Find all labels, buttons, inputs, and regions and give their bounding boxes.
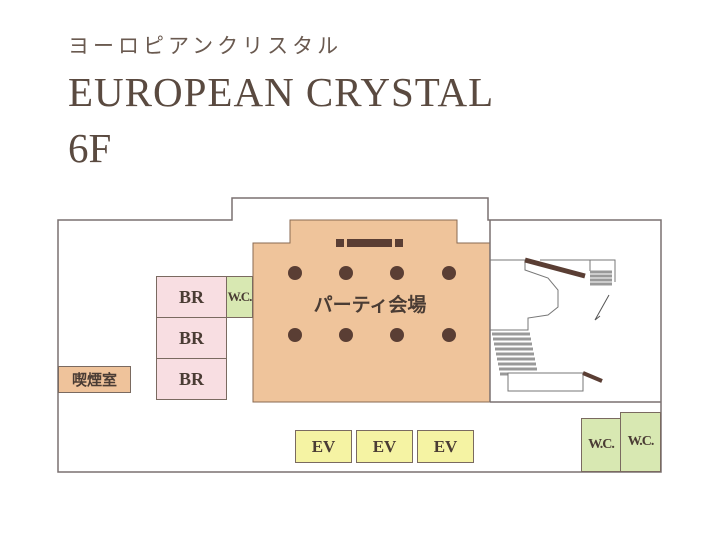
restroom-2[interactable]: W.C.: [620, 412, 661, 472]
banquet-room-2[interactable]: BR: [156, 317, 227, 359]
smoking-room[interactable]: 喫煙室: [58, 366, 131, 393]
column: [390, 266, 404, 280]
restroom-1[interactable]: W.C.: [581, 418, 621, 472]
party-hall-label: パーティ会場: [313, 294, 427, 316]
venue-name: EUROPEAN CRYSTAL: [68, 69, 495, 115]
floor-label: 6F: [68, 125, 112, 171]
column: [390, 328, 404, 342]
column: [288, 328, 302, 342]
column: [442, 328, 456, 342]
banquet-room-3[interactable]: BR: [156, 358, 227, 400]
stage: [336, 239, 403, 247]
staircase: [490, 257, 616, 392]
venue-name-kana: ヨーロピアンクリスタル: [68, 34, 343, 58]
party-hall: [252, 219, 491, 403]
restroom-small[interactable]: W.C.: [226, 276, 253, 318]
elevator-2[interactable]: EV: [356, 430, 413, 463]
elevator-3[interactable]: EV: [417, 430, 474, 463]
column: [442, 266, 456, 280]
banquet-room-1[interactable]: BR: [156, 276, 227, 318]
columns: [288, 266, 456, 342]
column: [288, 266, 302, 280]
elevator-1[interactable]: EV: [295, 430, 352, 463]
column: [339, 328, 353, 342]
column: [339, 266, 353, 280]
